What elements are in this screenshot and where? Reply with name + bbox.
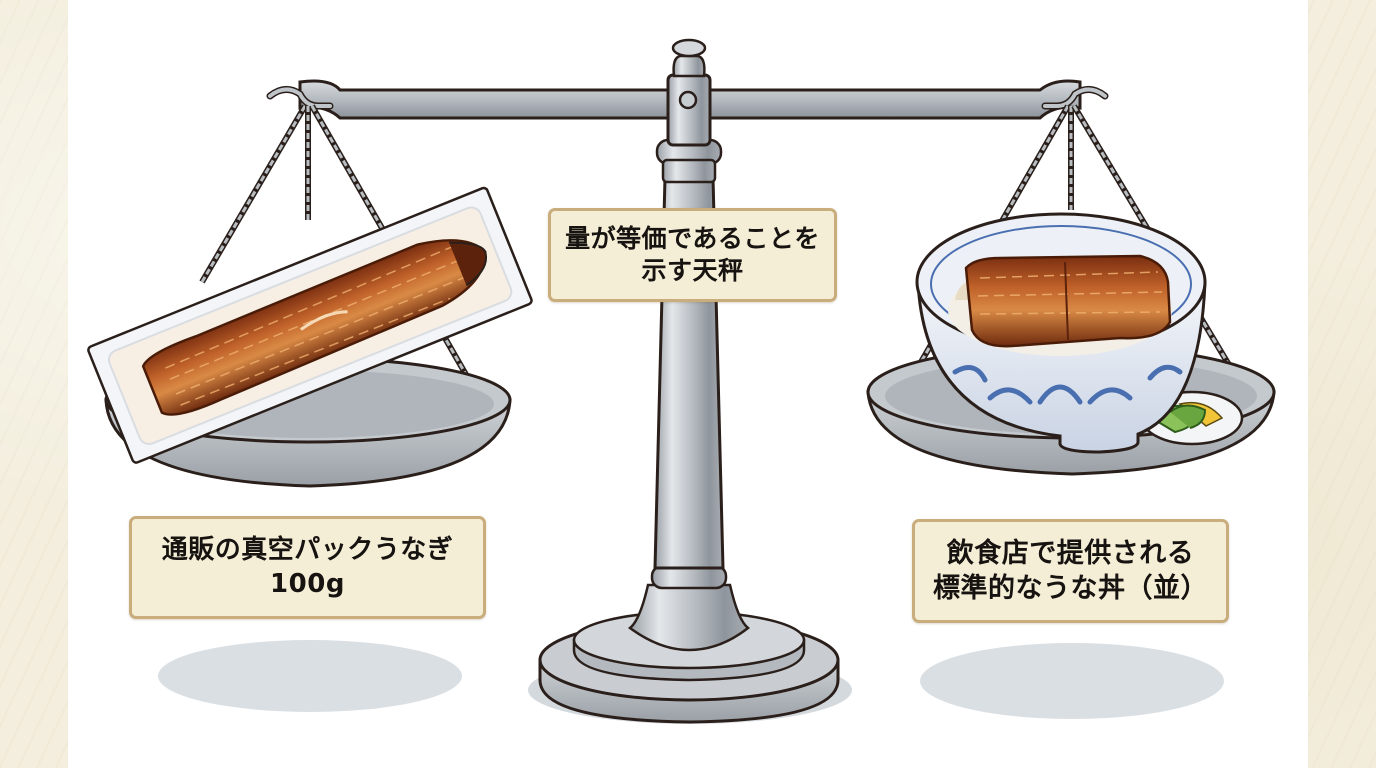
unadon-bowl-icon — [915, 212, 1207, 454]
right-shadow — [920, 643, 1224, 719]
scale-beam-icon — [266, 38, 1109, 147]
scale-caption-line2: 示す天秤 — [641, 256, 744, 285]
vacuum-pack-eel-line1: 通販の真空パックうなぎ — [161, 534, 454, 565]
restaurant-unadon-line2: 標準的なうな丼（並） — [933, 573, 1208, 604]
restaurant-unadon-line1: 飲食店で提供される — [946, 537, 1195, 569]
left-shadow — [158, 640, 462, 712]
restaurant-unadon-label: 飲食店で提供される 標準的なうな丼（並） — [912, 519, 1229, 623]
vacuum-packed-eel-icon — [87, 186, 533, 464]
scale-base-icon — [538, 564, 840, 724]
vacuum-pack-eel-label: 通販の真空パックうなぎ 100g — [129, 516, 486, 619]
scale-column-icon — [653, 138, 725, 570]
scale-caption-label: 量が等価であることを 示す天秤 — [548, 208, 837, 302]
vacuum-pack-eel-weight: 100g — [270, 568, 345, 599]
scale-caption-line1: 量が等価であることを — [565, 223, 820, 253]
